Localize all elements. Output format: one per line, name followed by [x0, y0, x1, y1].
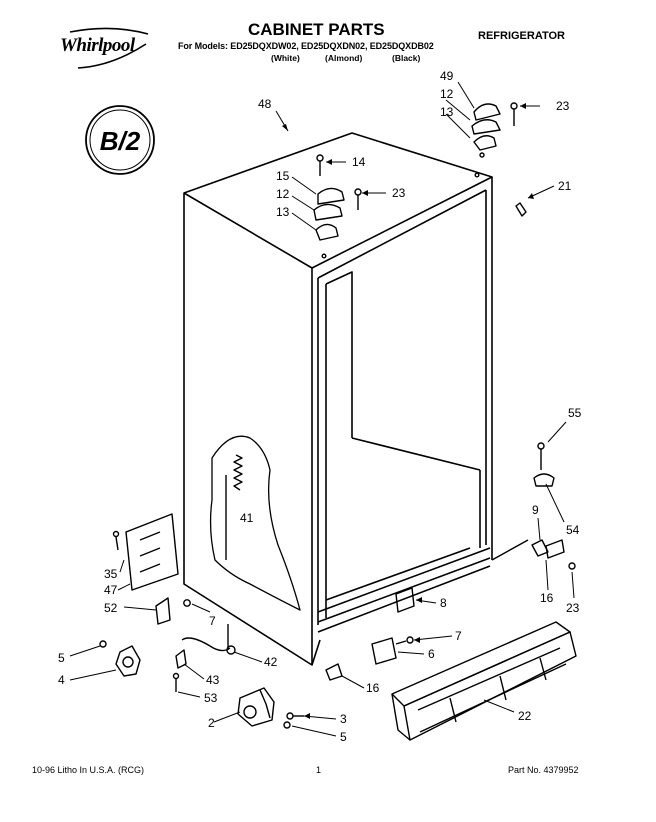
- bracket-52-icon: [155, 597, 171, 625]
- cabinet-shell: [183, 132, 493, 666]
- tube-42-icon: [181, 637, 231, 652]
- whirlpool-logo: Whirlpool: [60, 35, 135, 56]
- leader-arrowheads: [282, 103, 534, 719]
- callout-14: 14: [352, 155, 366, 169]
- b2-stamp-icon: [85, 105, 155, 175]
- top-hinge-assembly-right: [471, 103, 501, 178]
- callout-21: 21: [558, 179, 572, 193]
- callout-6: 6: [428, 647, 435, 661]
- callout-8: 8: [440, 596, 447, 610]
- roller-2-icon: [237, 687, 275, 727]
- category-label: REFRIGERATOR: [478, 30, 565, 42]
- callout-53: 53: [204, 691, 218, 705]
- page-title: CABINET PARTS: [248, 20, 385, 39]
- hinge-pin-55-icon: [537, 442, 545, 470]
- leader-lines: [69, 81, 575, 737]
- screw-3-icon: [286, 712, 304, 720]
- bushing-54-icon: [533, 473, 555, 487]
- footer-litho: 10-96 Litho In U.S.A. (RCG): [32, 765, 145, 775]
- b2-stamp-text: B/2: [100, 126, 141, 156]
- clip-16-icon: [325, 663, 343, 681]
- screw-7a-icon: [183, 599, 191, 607]
- color-label-black: (Black): [392, 53, 421, 63]
- callout-52: 52: [104, 601, 118, 615]
- callout-48: 48: [258, 97, 272, 111]
- bottom-hinge-right: [491, 539, 576, 570]
- color-label-white: (White): [271, 53, 300, 63]
- spring-41-icon: [233, 454, 243, 491]
- screw-5b-icon: [283, 721, 291, 729]
- screw-5a-icon: [99, 640, 107, 648]
- clip-21-icon: [515, 202, 527, 217]
- callout-9: 9: [532, 503, 539, 517]
- callout-43: 43: [206, 673, 220, 687]
- callout-23-top-right: 23: [556, 99, 570, 113]
- bracket-6-icon: [371, 637, 397, 665]
- callout-41: 41: [240, 511, 254, 525]
- callout-23-center: 23: [392, 186, 406, 200]
- top-hinge-assembly-center: [313, 187, 345, 259]
- callout-16-right: 16: [540, 591, 554, 605]
- footer-part-number: Part No. 4379952: [508, 765, 579, 775]
- screw-23a-icon: [510, 102, 518, 126]
- callout-13-top-right: 13: [440, 105, 454, 119]
- callout-23-right: 23: [566, 601, 580, 615]
- callout-35: 35: [104, 567, 118, 581]
- color-label-almond: (Almond): [325, 53, 363, 63]
- callout-3: 3: [340, 712, 347, 726]
- callout-22: 22: [518, 709, 532, 723]
- callout-12-center: 12: [276, 187, 290, 201]
- callout-16-bottom: 16: [366, 681, 380, 695]
- callout-15: 15: [276, 169, 290, 183]
- callout-47: 47: [104, 583, 118, 597]
- logo-swoosh-icon: [69, 27, 149, 35]
- callout-7-right: 7: [455, 629, 462, 643]
- screw-14-icon: [316, 154, 324, 176]
- clip-43-icon: [175, 649, 187, 669]
- footer-page-number: 1: [316, 765, 322, 775]
- callout-54: 54: [566, 523, 580, 537]
- screw-23b-icon: [354, 188, 362, 210]
- callout-13-center: 13: [276, 205, 290, 219]
- roller-4-icon: [115, 645, 141, 677]
- cabinet-side-opening: [209, 435, 301, 611]
- callout-4: 4: [58, 673, 65, 687]
- callout-5-bottom: 5: [340, 730, 347, 744]
- callout-42: 42: [264, 655, 278, 669]
- screw-53-icon: [172, 672, 180, 692]
- models-line: For Models: ED25DQXDW02, ED25DQXDN02, ED…: [178, 41, 434, 51]
- callout-7-left: 7: [209, 614, 216, 628]
- screw-7b-icon: [395, 636, 414, 645]
- bracket-plate-35-47: [112, 513, 179, 591]
- callout-49: 49: [440, 69, 454, 83]
- callout-12-top-right: 12: [440, 87, 454, 101]
- callout-5-left: 5: [58, 651, 65, 665]
- block-8-icon: [395, 587, 415, 613]
- callout-2: 2: [208, 716, 215, 730]
- callout-55: 55: [568, 406, 582, 420]
- toe-grille-22: [391, 621, 577, 741]
